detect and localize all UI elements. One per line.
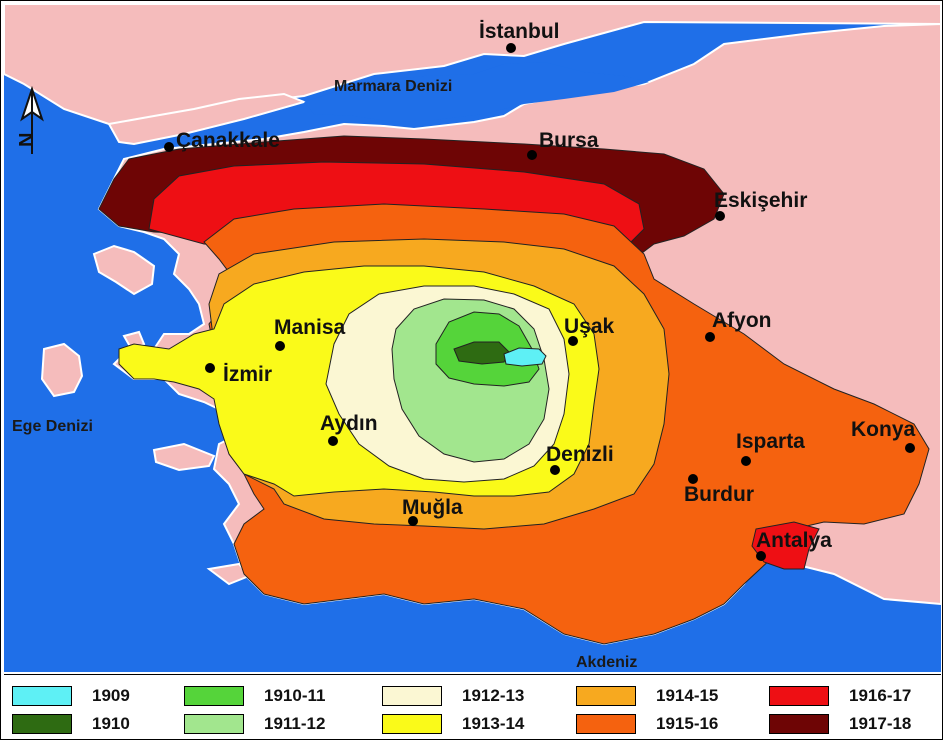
legend-item: 1913-14 <box>382 713 524 735</box>
legend-label: 1916-17 <box>849 686 912 705</box>
legend-label: 1912-13 <box>462 686 525 705</box>
legend-swatch <box>576 714 636 734</box>
legend-label: 1909 <box>92 686 130 705</box>
north-arrow-letter: N <box>16 133 38 147</box>
island-samos <box>152 442 216 472</box>
legend-swatch <box>576 686 636 706</box>
city-istanbul: İstanbul <box>479 20 560 53</box>
city-afyon: Afyon <box>705 309 772 342</box>
island-lesvos <box>92 244 156 296</box>
legend-item: 1910-11 <box>184 685 325 707</box>
city-label: Bursa <box>539 129 599 152</box>
legend-label: 1910-11 <box>264 686 326 705</box>
legend-swatch <box>184 714 244 734</box>
legend-label: 1913-14 <box>462 714 525 733</box>
city-label: Antalya <box>756 529 832 552</box>
north-arrow-icon: N <box>16 85 44 154</box>
city-antalya: Antalya <box>756 529 832 561</box>
zone-1916-17-antalya <box>751 521 820 570</box>
city-canakkale: Çanakkale <box>164 129 280 152</box>
legend-item: 1912-13 <box>382 685 524 707</box>
legend-item: 1914-15 <box>576 685 718 707</box>
legend-item: 1911-12 <box>184 713 325 735</box>
sea-label-ege: Ege Denizi <box>12 418 93 435</box>
city-denizli: Denizli <box>546 443 614 475</box>
marmara-sea <box>304 62 649 122</box>
legend-swatch <box>382 686 442 706</box>
city-label: İzmir <box>223 363 272 386</box>
city-label: Aydın <box>320 412 378 435</box>
city-label: Eskişehir <box>714 189 807 212</box>
city-usak: Uşak <box>564 315 615 346</box>
city-label: Denizli <box>546 443 614 466</box>
city-label: Isparta <box>736 430 805 453</box>
city-label: Uşak <box>564 315 615 338</box>
thrace-land <box>4 4 941 131</box>
city-konya: Konya <box>851 418 916 453</box>
city-label: Konya <box>851 418 916 441</box>
legend-item: 1917-18 <box>769 713 911 735</box>
city-label: İstanbul <box>479 20 560 43</box>
legend-swatch <box>769 686 829 706</box>
city-label: Çanakkale <box>176 129 280 152</box>
legend-swatch <box>12 714 72 734</box>
legend-swatch <box>769 714 829 734</box>
legend-swatch <box>12 686 72 706</box>
legend-label: 1915-16 <box>656 714 719 733</box>
zone-1909 <box>503 347 547 367</box>
city-label: Burdur <box>684 483 754 506</box>
island-chios <box>40 342 84 398</box>
city-manisa: Manisa <box>274 316 346 351</box>
city-bursa: Bursa <box>527 129 599 160</box>
city-aydin: Aydın <box>320 412 378 446</box>
legend-swatch <box>184 686 244 706</box>
legend-label: 1911-12 <box>264 714 326 733</box>
legend: 1909 1910 1910-11 1911-12 1912-13 1913-14 1914… <box>4 674 941 739</box>
sea-label-marmara: Marmara Denizi <box>334 78 452 95</box>
legend-label: 1910 <box>92 714 130 733</box>
legend-item: 1909 <box>12 685 130 707</box>
city-burdur: Burdur <box>684 474 754 506</box>
city-mugla: Muğla <box>402 496 463 526</box>
city-izmir: İzmir <box>205 363 272 386</box>
city-label: Manisa <box>274 316 346 339</box>
legend-item: 1916-17 <box>769 685 911 707</box>
city-eskisehir: Eskişehir <box>714 189 807 221</box>
sea-label-akdeniz: Akdeniz <box>576 654 637 671</box>
city-label: Muğla <box>402 496 463 519</box>
city-label: Afyon <box>712 309 772 332</box>
legend-item: 1910 <box>12 713 130 735</box>
legend-label: 1914-15 <box>656 686 719 705</box>
city-isparta: Isparta <box>736 430 805 466</box>
spread-map: N Marmara Denizi Ege Denizi Akdeniz İsta… <box>4 4 941 672</box>
legend-item: 1915-16 <box>576 713 718 735</box>
legend-label: 1917-18 <box>849 714 912 733</box>
legend-swatch <box>382 714 442 734</box>
